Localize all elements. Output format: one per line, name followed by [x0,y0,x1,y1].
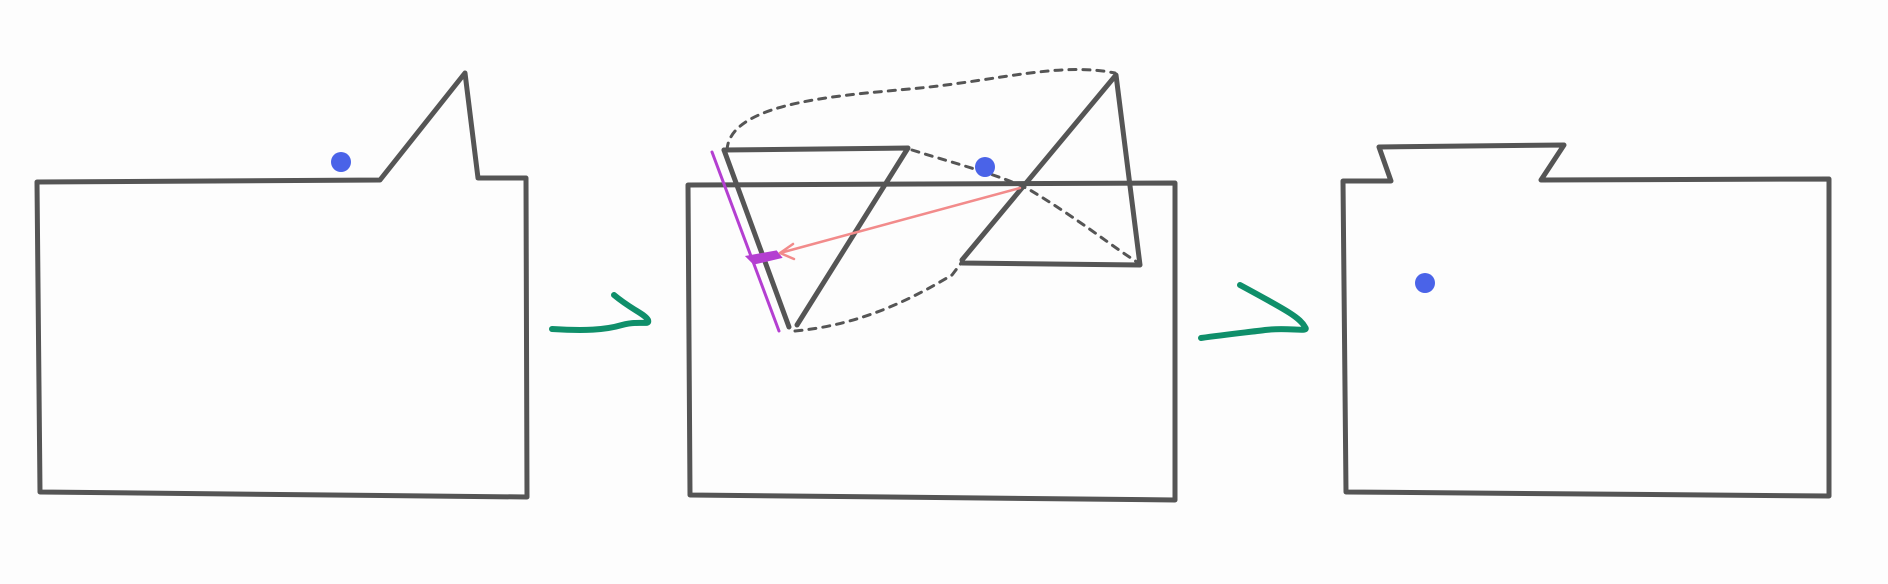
transition-arrow-1 [549,292,652,333]
point-marker-after [1415,273,1435,293]
original-spike [959,72,1143,268]
shape-outline-intermediate [685,180,1178,503]
panel-intermediate [685,68,1178,503]
point-marker-before [331,152,351,172]
transition-arrow-2 [1198,282,1309,341]
shape-outline-before [34,70,530,500]
reflected-spike-edge [721,147,792,330]
flip-path-dashed-right [910,148,1139,264]
arrow-right-icon [549,292,652,333]
projection-arrow-head [778,242,796,261]
edge-highlight-point [744,250,783,265]
shape-outline-after [1340,142,1832,499]
point-marker-intermediate [975,157,995,177]
edge-highlight-line [710,150,781,333]
projection-arrow [778,186,1022,255]
flip-path-dashed-bottom [793,260,964,333]
reflected-spike-left [721,145,911,328]
panel-after [1340,142,1832,499]
arrow-right-icon [1198,282,1309,341]
flip-path-dashed [725,68,1117,152]
panel-before [34,70,530,500]
